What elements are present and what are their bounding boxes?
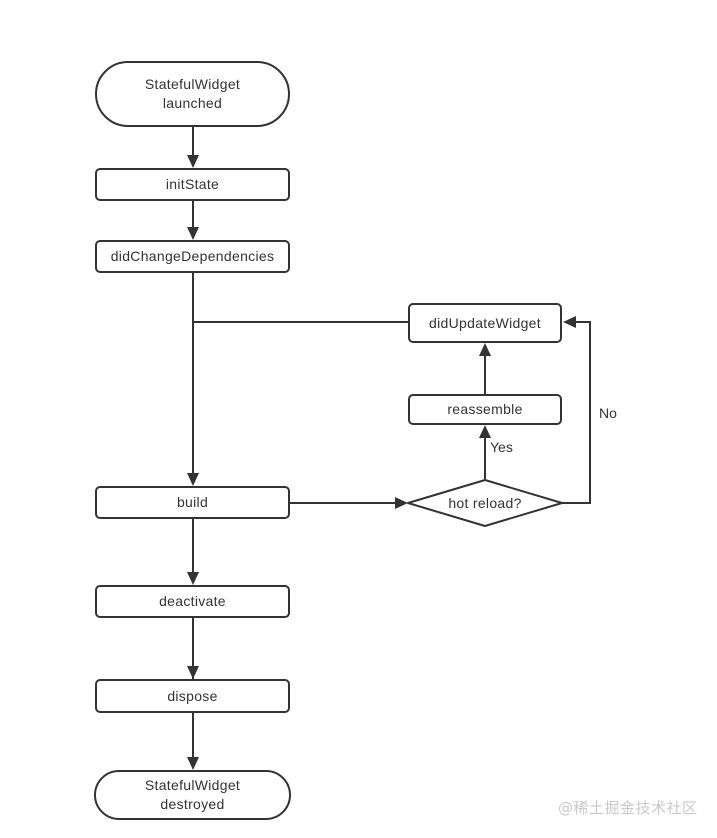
node-statefulwidget-launched: StatefulWidget launched	[95, 61, 290, 127]
arrowhead-down-icon	[187, 227, 199, 240]
arrowhead-down-icon	[187, 757, 199, 770]
arrowhead-left-icon	[563, 316, 576, 328]
arrowhead-up-icon	[479, 425, 491, 438]
edge-hotreload-reassemble-yes	[479, 425, 491, 479]
node-didupdatewidget: didUpdateWidget	[408, 303, 562, 343]
node-label: StatefulWidget launched	[144, 76, 241, 111]
node-label: StatefulWidget destroyed	[144, 777, 241, 812]
edge-initstate-didchangedependencies	[187, 201, 199, 240]
arrowhead-down-icon	[187, 155, 199, 168]
edge-hotreload-didupdatewidget-no	[562, 316, 591, 504]
edge-build-deactivate	[187, 519, 199, 585]
edge-label-no: No	[598, 405, 618, 421]
node-deactivate: deactivate	[95, 585, 290, 618]
node-hot-reload-decision: hot reload?	[408, 490, 562, 516]
edge-build-hotreload	[290, 497, 408, 509]
edge-didchangedependencies-build	[187, 273, 199, 486]
edge-reassemble-didupdatewidget	[479, 343, 491, 394]
watermark-text: @稀土掘金技术社区	[558, 799, 698, 817]
decision-diamond-shape	[407, 479, 563, 527]
arrowhead-up-icon	[479, 343, 491, 356]
node-initstate: initState	[95, 168, 290, 201]
arrowhead-down-icon	[187, 572, 199, 585]
arrowhead-down-icon	[187, 473, 199, 486]
node-label: didChangeDependencies	[110, 248, 275, 265]
arrowhead-down-icon	[187, 666, 199, 679]
node-label: reassemble	[447, 401, 523, 418]
node-statefulwidget-destroyed: StatefulWidget destroyed	[94, 770, 291, 820]
node-label: hot reload?	[448, 495, 522, 511]
edge-label-yes: Yes	[489, 439, 514, 455]
node-label: dispose	[167, 687, 218, 704]
node-label: didUpdateWidget	[429, 314, 541, 331]
node-reassemble: reassemble	[408, 394, 562, 425]
node-build: build	[95, 486, 290, 519]
arrowhead-right-icon	[395, 497, 408, 509]
node-label: deactivate	[159, 593, 226, 610]
node-label: initState	[165, 176, 220, 193]
edge-dispose-destroyed	[187, 713, 199, 770]
node-label: build	[176, 494, 209, 511]
edge-launched-initstate	[187, 127, 199, 168]
node-dispose: dispose	[95, 679, 290, 713]
node-didchangedependencies: didChangeDependencies	[95, 240, 290, 273]
